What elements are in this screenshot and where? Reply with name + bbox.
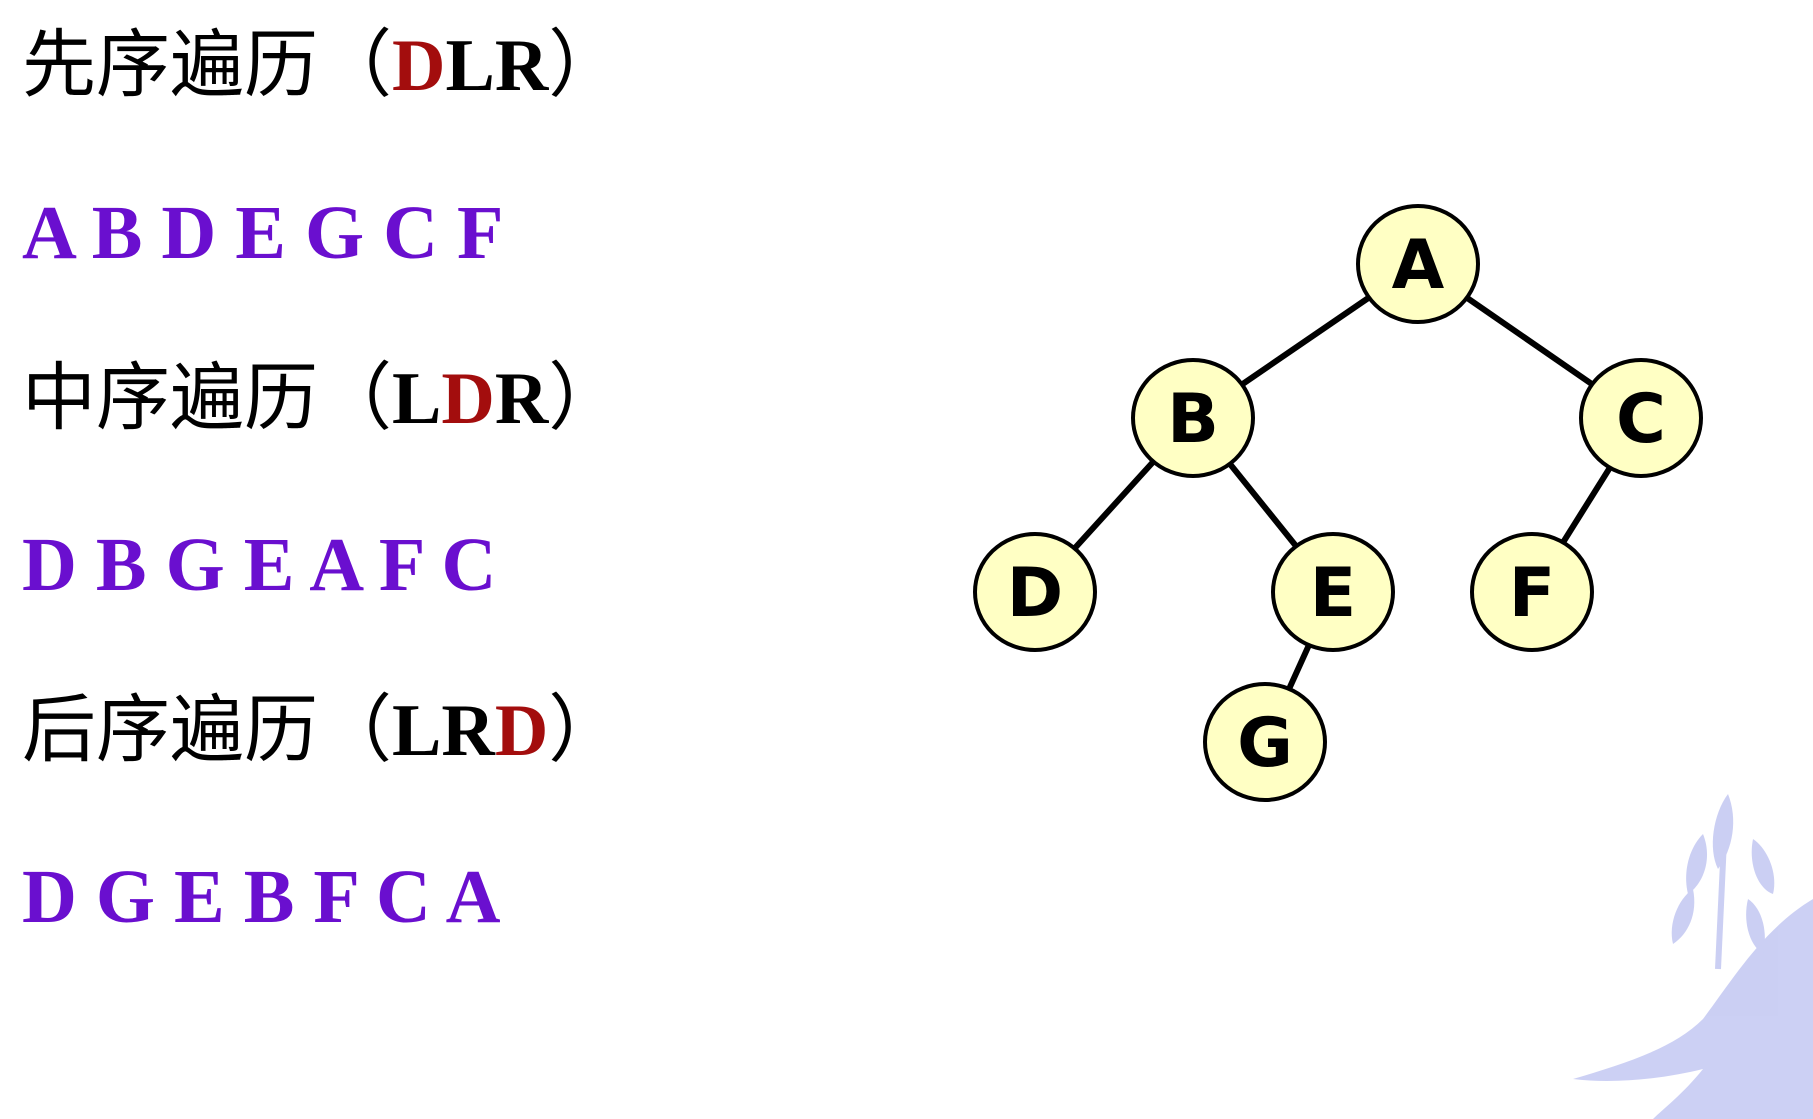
dove-with-olive-branch-icon [1573, 794, 1813, 1119]
heading-preorder-open-paren: （ [318, 22, 392, 108]
node-D-circle [973, 532, 1097, 652]
heading-postorder-open-paren: （ [318, 687, 392, 773]
node-F-circle [1470, 532, 1594, 652]
tree-edges [1032, 261, 1644, 744]
heading-inorder-open-paren: （ [318, 355, 392, 441]
node-D-label: D [1007, 554, 1063, 633]
heading-preorder-order-0: D [392, 25, 446, 107]
heading-preorder-order-1: L [445, 25, 495, 107]
heading-postorder-name: 后序遍历 [22, 687, 318, 773]
node-F-label: F [1509, 554, 1555, 633]
node-A-label: A [1392, 226, 1445, 305]
heading-inorder-close-paren: ） [548, 355, 623, 441]
node-C-label: C [1616, 380, 1666, 459]
node-E-label: E [1310, 554, 1356, 633]
node-A: A [1356, 204, 1480, 324]
node-G-circle [1203, 682, 1327, 802]
node-G-label: G [1237, 704, 1293, 783]
heading-postorder-close-paren: ） [548, 687, 623, 773]
heading-postorder: 后序遍历（LRD） [22, 685, 622, 776]
heading-preorder-name: 先序遍历 [22, 22, 318, 108]
heading-preorder-close-paren: ） [548, 22, 623, 108]
heading-inorder-order-2: R [494, 358, 549, 440]
node-F: F [1470, 532, 1594, 652]
heading-preorder-order-2: R [494, 25, 549, 107]
sequence-inorder: D B G E A F C [22, 523, 497, 607]
sequence-preorder: A B D E G C F [22, 191, 504, 275]
node-E: E [1271, 532, 1395, 652]
node-B-label: B [1167, 380, 1219, 459]
heading-inorder-order-1: D [441, 358, 495, 440]
heading-inorder-order-0: L [392, 358, 442, 440]
heading-inorder: 中序遍历（LDR） [22, 353, 622, 444]
node-C-circle [1579, 358, 1703, 478]
heading-preorder: 先序遍历（DLR） [22, 20, 622, 111]
node-B: B [1131, 358, 1255, 478]
heading-postorder-order-2: D [494, 690, 549, 772]
node-A-circle [1356, 204, 1480, 324]
node-C: C [1579, 358, 1703, 478]
heading-inorder-name: 中序遍历 [22, 355, 318, 441]
node-E-circle [1271, 532, 1395, 652]
heading-postorder-order-0: L [392, 690, 442, 772]
node-D: D [973, 532, 1097, 652]
node-B-circle [1131, 358, 1255, 478]
tree-nodes: A B C D E F G [973, 204, 1703, 802]
sequence-postorder: D G E B F C A [22, 855, 501, 939]
node-G: G [1203, 682, 1327, 802]
heading-postorder-order-1: R [441, 690, 495, 772]
